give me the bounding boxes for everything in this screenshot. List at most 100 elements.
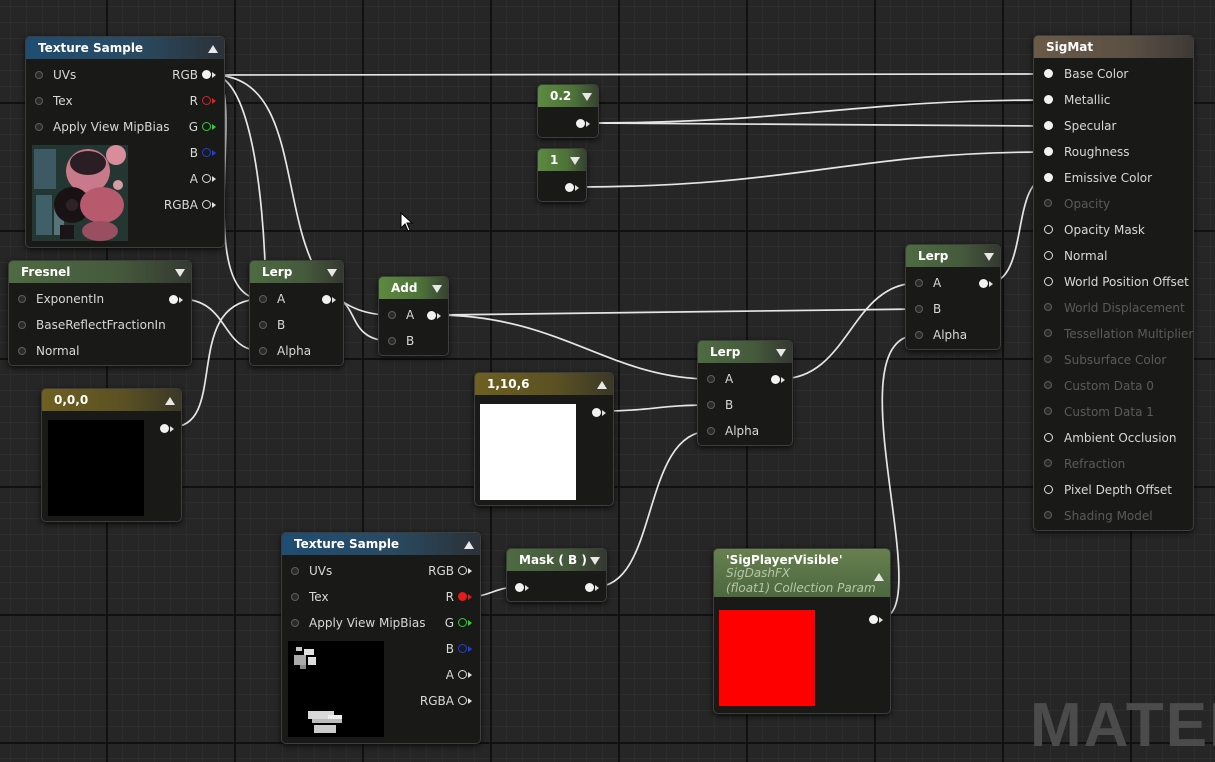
lerp-b-input-pin[interactable] bbox=[259, 321, 267, 329]
vector-output-pin[interactable] bbox=[592, 408, 601, 417]
lerp-a-input-pin[interactable] bbox=[915, 279, 923, 287]
node-header[interactable]: Lerp bbox=[698, 341, 792, 363]
material-input-pin[interactable] bbox=[1044, 459, 1052, 467]
mipbias-input-pin[interactable] bbox=[291, 619, 299, 627]
node-header[interactable]: 1,10,6 bbox=[475, 373, 613, 395]
vector-constant-node[interactable]: 1,10,6 bbox=[474, 372, 614, 506]
add-node[interactable]: Add A B bbox=[378, 276, 449, 356]
fresnel-output-pin[interactable] bbox=[169, 295, 178, 304]
collapse-arrow-icon[interactable] bbox=[984, 253, 994, 261]
node-header[interactable]: Texture Sample bbox=[282, 533, 480, 555]
r-output-pin[interactable] bbox=[458, 592, 467, 601]
node-header[interactable]: Lerp bbox=[250, 261, 343, 283]
node-header[interactable]: 0,0,0 bbox=[42, 389, 181, 411]
a-output-pin[interactable] bbox=[202, 174, 211, 183]
node-header[interactable]: 'SigPlayerVisible' SigDashFX (float1) Co… bbox=[714, 549, 890, 597]
material-input-pin[interactable] bbox=[1044, 69, 1053, 78]
material-input-pin[interactable] bbox=[1044, 95, 1053, 104]
rgba-output-pin[interactable] bbox=[202, 200, 211, 209]
node-header[interactable]: Mask ( B ) bbox=[507, 549, 606, 571]
node-header[interactable]: 0.2 bbox=[538, 85, 598, 107]
collapse-arrow-icon[interactable] bbox=[432, 285, 442, 293]
a-output-pin[interactable] bbox=[458, 670, 467, 679]
g-output-pin[interactable] bbox=[202, 122, 211, 131]
material-input-pin[interactable] bbox=[1044, 511, 1052, 519]
collection-parameter-node[interactable]: 'SigPlayerVisible' SigDashFX (float1) Co… bbox=[713, 548, 891, 714]
param-output-pin[interactable] bbox=[869, 615, 878, 624]
tex-input-pin[interactable] bbox=[35, 97, 43, 105]
texture-sample-node-2[interactable]: Texture Sample UVs Tex Apply View MipBia… bbox=[281, 532, 481, 744]
g-output-pin[interactable] bbox=[458, 618, 467, 627]
const3-output-pin[interactable] bbox=[160, 424, 169, 433]
lerp-output-pin[interactable] bbox=[771, 375, 780, 384]
collapse-arrow-icon[interactable] bbox=[175, 269, 185, 277]
node-header[interactable]: SigMat bbox=[1034, 36, 1193, 58]
basereflect-input-pin[interactable] bbox=[18, 321, 26, 329]
material-input-pin[interactable] bbox=[1044, 225, 1053, 234]
b-output-pin[interactable] bbox=[458, 644, 467, 653]
lerp-a-input-pin[interactable] bbox=[707, 375, 715, 383]
lerp-output-pin[interactable] bbox=[979, 279, 988, 288]
lerp-alpha-input-pin[interactable] bbox=[259, 347, 267, 355]
mask-input-pin[interactable] bbox=[515, 583, 524, 592]
node-header[interactable]: Lerp bbox=[906, 245, 1000, 267]
rgba-output-pin[interactable] bbox=[458, 696, 467, 705]
node-header[interactable]: Fresnel bbox=[9, 261, 191, 283]
material-input-pin[interactable] bbox=[1044, 355, 1052, 363]
lerp-node-3[interactable]: Lerp A B Alpha bbox=[905, 244, 1001, 350]
collapse-arrow-icon[interactable] bbox=[590, 557, 600, 565]
rgb-output-pin[interactable] bbox=[202, 70, 211, 79]
b-output-pin[interactable] bbox=[202, 148, 211, 157]
lerp-alpha-input-pin[interactable] bbox=[707, 427, 715, 435]
lerp-node-1[interactable]: Lerp A B Alpha bbox=[249, 260, 344, 366]
node-header[interactable]: 1 bbox=[538, 149, 586, 171]
mipbias-input-pin[interactable] bbox=[35, 123, 43, 131]
fresnel-node[interactable]: Fresnel ExponentIn BaseReflectFractionIn… bbox=[8, 260, 192, 366]
add-b-input-pin[interactable] bbox=[388, 337, 396, 345]
lerp-a-input-pin[interactable] bbox=[259, 295, 267, 303]
collapse-arrow-icon[interactable] bbox=[464, 541, 474, 549]
material-input-pin[interactable] bbox=[1044, 381, 1052, 389]
material-input-pin[interactable] bbox=[1044, 173, 1053, 182]
material-input-pin[interactable] bbox=[1044, 121, 1053, 130]
collapse-arrow-icon[interactable] bbox=[570, 157, 580, 165]
collapse-arrow-icon[interactable] bbox=[597, 381, 607, 389]
texture-sample-node-1[interactable]: Texture Sample UVs Tex Apply View MipBia… bbox=[25, 36, 225, 248]
constant3-vector-node[interactable]: 0,0,0 bbox=[41, 388, 182, 522]
material-input-pin[interactable] bbox=[1044, 485, 1053, 494]
collapse-arrow-icon[interactable] bbox=[165, 397, 175, 405]
constant-output-pin[interactable] bbox=[565, 183, 574, 192]
material-input-pin[interactable] bbox=[1044, 277, 1053, 286]
constant-output-pin[interactable] bbox=[576, 119, 585, 128]
exponentin-input-pin[interactable] bbox=[18, 295, 26, 303]
material-input-pin[interactable] bbox=[1044, 303, 1052, 311]
uvs-input-pin[interactable] bbox=[35, 71, 43, 79]
lerp-node-2[interactable]: Lerp A B Alpha bbox=[697, 340, 793, 446]
uvs-input-pin[interactable] bbox=[291, 567, 299, 575]
node-header[interactable]: Texture Sample bbox=[26, 37, 224, 59]
collapse-arrow-icon[interactable] bbox=[327, 269, 337, 277]
lerp-alpha-input-pin[interactable] bbox=[915, 331, 923, 339]
tex-input-pin[interactable] bbox=[291, 593, 299, 601]
constant-1-node[interactable]: 1 bbox=[537, 148, 587, 202]
mask-output-pin[interactable] bbox=[585, 583, 594, 592]
material-input-pin[interactable] bbox=[1044, 251, 1053, 260]
material-input-pin[interactable] bbox=[1044, 433, 1053, 442]
lerp-b-input-pin[interactable] bbox=[915, 305, 923, 313]
collapse-arrow-icon[interactable] bbox=[776, 349, 786, 357]
add-output-pin[interactable] bbox=[427, 311, 436, 320]
material-input-pin[interactable] bbox=[1044, 199, 1052, 207]
add-a-input-pin[interactable] bbox=[388, 311, 396, 319]
collapse-arrow-icon[interactable] bbox=[874, 573, 884, 581]
constant-0-2-node[interactable]: 0.2 bbox=[537, 84, 599, 138]
normal-input-pin[interactable] bbox=[18, 347, 26, 355]
material-input-pin[interactable] bbox=[1044, 329, 1052, 337]
lerp-output-pin[interactable] bbox=[322, 295, 331, 304]
collapse-arrow-icon[interactable] bbox=[208, 45, 218, 53]
material-input-pin[interactable] bbox=[1044, 147, 1053, 156]
r-output-pin[interactable] bbox=[202, 96, 211, 105]
lerp-b-input-pin[interactable] bbox=[707, 401, 715, 409]
material-input-pin[interactable] bbox=[1044, 407, 1052, 415]
component-mask-node[interactable]: Mask ( B ) bbox=[506, 548, 607, 602]
